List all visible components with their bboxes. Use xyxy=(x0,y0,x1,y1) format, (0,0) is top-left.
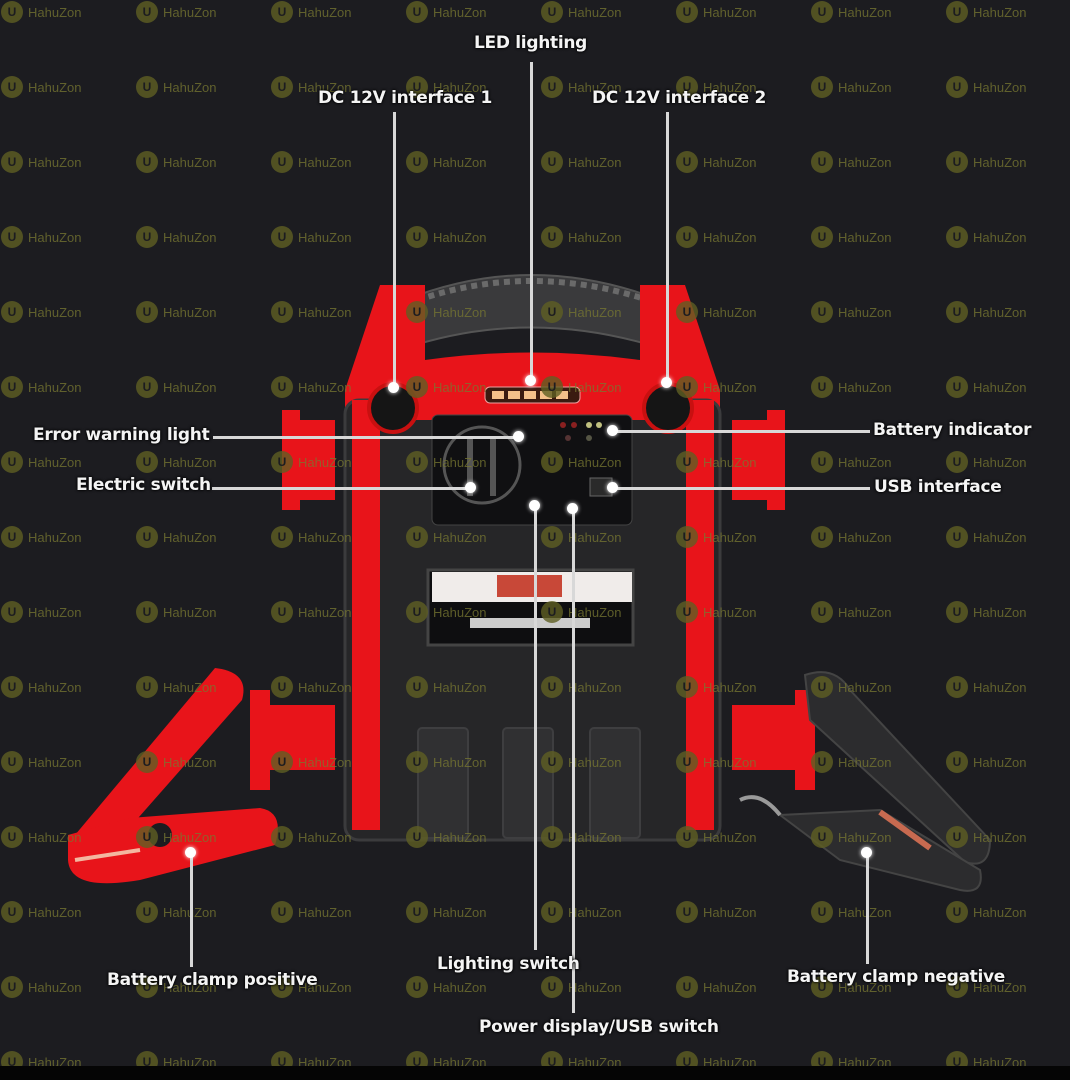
callout-line-electric xyxy=(212,487,470,490)
callout-line-error xyxy=(213,436,519,439)
callout-dot-power xyxy=(567,503,578,514)
callout-line-lighting xyxy=(534,505,537,950)
label-led-lighting: LED lighting xyxy=(474,33,588,53)
callout-dot-negative xyxy=(861,847,872,858)
callout-line-positive xyxy=(190,852,193,967)
negative-clamp xyxy=(739,671,992,892)
callout-dot-error xyxy=(513,431,524,442)
callout-line-dc2 xyxy=(666,112,669,382)
callout-dot-battery xyxy=(607,425,618,436)
callout-line-power xyxy=(572,508,575,1013)
label-power-display-usb-switch: Power display/USB switch xyxy=(479,1017,719,1037)
callout-line-battery xyxy=(612,430,870,433)
callout-dot-positive xyxy=(185,847,196,858)
label-battery-clamp-positive: Battery clamp positive xyxy=(107,970,318,990)
right-lower-hook xyxy=(732,690,815,790)
label-battery-clamp-negative: Battery clamp negative xyxy=(787,967,1006,987)
callout-line-negative xyxy=(866,852,869,964)
right-upper-hook xyxy=(732,410,785,510)
bottom-strip xyxy=(0,1066,1070,1080)
callout-line-led xyxy=(530,62,533,380)
label-dc-interface-2: DC 12V interface 2 xyxy=(592,88,767,108)
positive-clamp xyxy=(68,668,278,884)
label-battery-indicator: Battery indicator xyxy=(873,420,1032,440)
callout-dot-dc2 xyxy=(661,377,672,388)
callout-dot-dc1 xyxy=(388,382,399,393)
callout-dot-electric xyxy=(465,482,476,493)
callout-dot-lighting xyxy=(529,500,540,511)
label-error-warning-light: Error warning light xyxy=(33,425,210,445)
left-lower-hook xyxy=(250,690,335,790)
left-upper-hook xyxy=(282,410,335,510)
label-electric-switch: Electric switch xyxy=(76,475,211,495)
callout-line-usb xyxy=(612,487,870,490)
callout-dot-usb xyxy=(607,482,618,493)
callout-dot-led xyxy=(525,375,536,386)
label-lighting-switch: Lighting switch xyxy=(437,954,580,974)
callout-line-dc1 xyxy=(393,112,396,387)
label-dc-interface-1: DC 12V interface 1 xyxy=(318,88,493,108)
label-usb-interface: USB interface xyxy=(874,477,1002,497)
